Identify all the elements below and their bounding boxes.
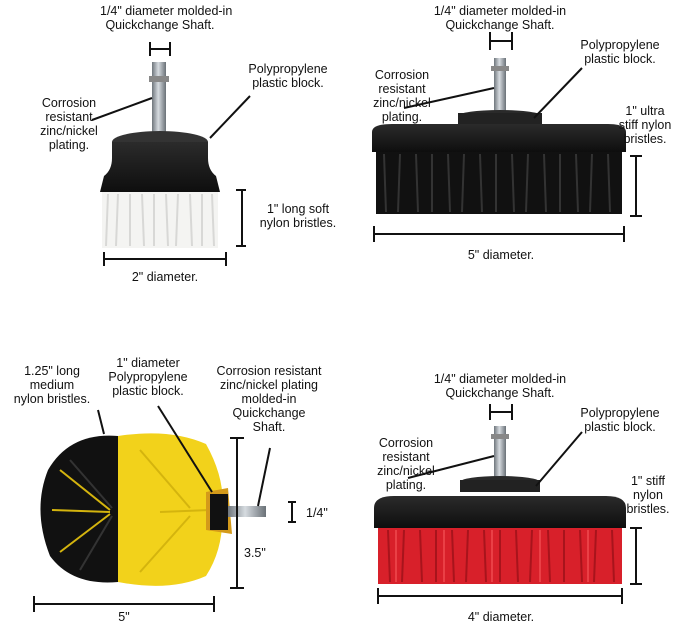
block-label-4in: Polypropylene plastic block. [568,406,672,434]
plating-label-line: plating. [381,110,423,124]
plating-label-line: Corrosion resistant [216,364,322,378]
shaft-label-4in: 1/4" diameter molded-in Quickchange Shaf… [420,372,580,400]
block-label-line: plastic block. [584,420,656,434]
bristle-label-4in: 1" stiff nylon bristles. [618,474,678,516]
plating-label-line: resistant [378,82,426,96]
diameter-label-2in: 2" diameter. [131,270,199,284]
plating-label-line: zinc/nickel plating [220,378,318,392]
shaft-label-line: 1/4" diameter molded-in [433,4,567,18]
bristle-label-2in: 1" long soft nylon bristles. [252,202,344,230]
plating-label-line: zinc/nickel [40,124,98,138]
block-5in [372,124,626,152]
block-label-line: plastic block. [112,384,184,398]
plating-label-line: plating. [385,478,427,492]
bristle-label-line: bristles. [623,132,667,146]
block-label-line: plastic block. [252,76,324,90]
bristle-label-line: 1.25" long [24,364,80,378]
bristle-label-5in: 1" ultra stiff nylon bristles. [612,104,678,146]
plating-label-line: Corrosion [378,436,434,450]
bristle-label-drill: 1.25" long medium nylon bristles. [2,364,102,406]
bristle-label-line: 1" stiff [630,474,666,488]
block-label-line: 1" diameter [116,356,180,370]
plating-label-line: plating. [48,138,90,152]
shaft-5in [494,58,506,116]
shaft-label-line: Quickchange Shaft. [445,386,555,400]
brush-4in-illustration [374,404,642,604]
plating-label-line: zinc/nickel [373,96,431,110]
plating-label-5in: Corrosion resistant zinc/nickel plating. [356,68,448,124]
block-4in [374,496,626,528]
width-label-drill: 5" [118,610,130,624]
block-label-5in: Polypropylene plastic block. [568,38,672,66]
bristle-label-line: nylon bristles. [13,392,91,406]
diameter-label-5in: 5" diameter. [467,248,535,262]
bristle-label-line: 1" ultra [625,104,665,118]
bristle-label-line: nylon [633,488,663,502]
block-label-drill: 1" diameter Polypropylene plastic block. [100,356,196,398]
shaft-label-line: Quickchange Shaft. [105,18,215,32]
bristles-2in [102,192,218,248]
plating-label-line: Corrosion [374,68,430,82]
brush-drill-illustration [33,405,296,612]
plating-label-line: zinc/nickel [377,464,435,478]
shaft-2in [152,62,166,140]
block-label-line: Polypropylene [248,62,328,76]
shaft-size-label-drill: 1/4" [306,506,328,520]
block-label-2in: Polypropylene plastic block. [236,62,340,90]
bristle-label-line: bristles. [626,502,670,516]
plating-label-line: resistant [45,110,93,124]
brush-5in-illustration [372,32,642,242]
height-label-drill: 3.5" [244,546,266,560]
shaft-drill [228,506,266,517]
block-2in [100,142,220,192]
brush-2in-illustration [91,42,251,266]
shaft-label-2in: 1/4" diameter molded-in Quickchange Shaf… [100,4,233,32]
bristles-5in [376,152,622,214]
plating-label-line: resistant [382,450,430,464]
bristles-drill [40,433,223,586]
plating-label-line: Corrosion [41,96,97,110]
bristle-label-line: medium [29,378,75,392]
plating-label-drill: Corrosion resistant zinc/nickel plating … [206,364,332,434]
plating-label-line: Shaft. [252,420,286,434]
shaft-label-line: Quickchange Shaft. [445,18,555,32]
block-label-line: plastic block. [584,52,656,66]
bristle-label-line: 1" long soft [266,202,330,216]
plating-label-line: molded-in [241,392,297,406]
shaft-label-line: 1/4" diameter molded-in [433,372,567,386]
shaft-4in [494,426,506,482]
plating-label-line: Quickchange [232,406,306,420]
bristle-label-line: stiff nylon [618,118,672,132]
block-label-line: Polypropylene [580,406,660,420]
shaft-label-5in: 1/4" diameter molded-in Quickchange Shaf… [420,4,580,32]
block-label-line: Polypropylene [580,38,660,52]
bristle-label-line: nylon bristles. [259,216,337,230]
plating-label-4in: Corrosion resistant zinc/nickel plating. [360,436,452,492]
block-label-line: Polypropylene [108,370,188,384]
diameter-label-4in: 4" diameter. [467,610,535,624]
bristles-4in [378,528,622,584]
shaft-label-line: 1/4" diameter molded-in [100,4,233,18]
plating-label-2in: Corrosion resistant zinc/nickel plating. [24,96,114,152]
